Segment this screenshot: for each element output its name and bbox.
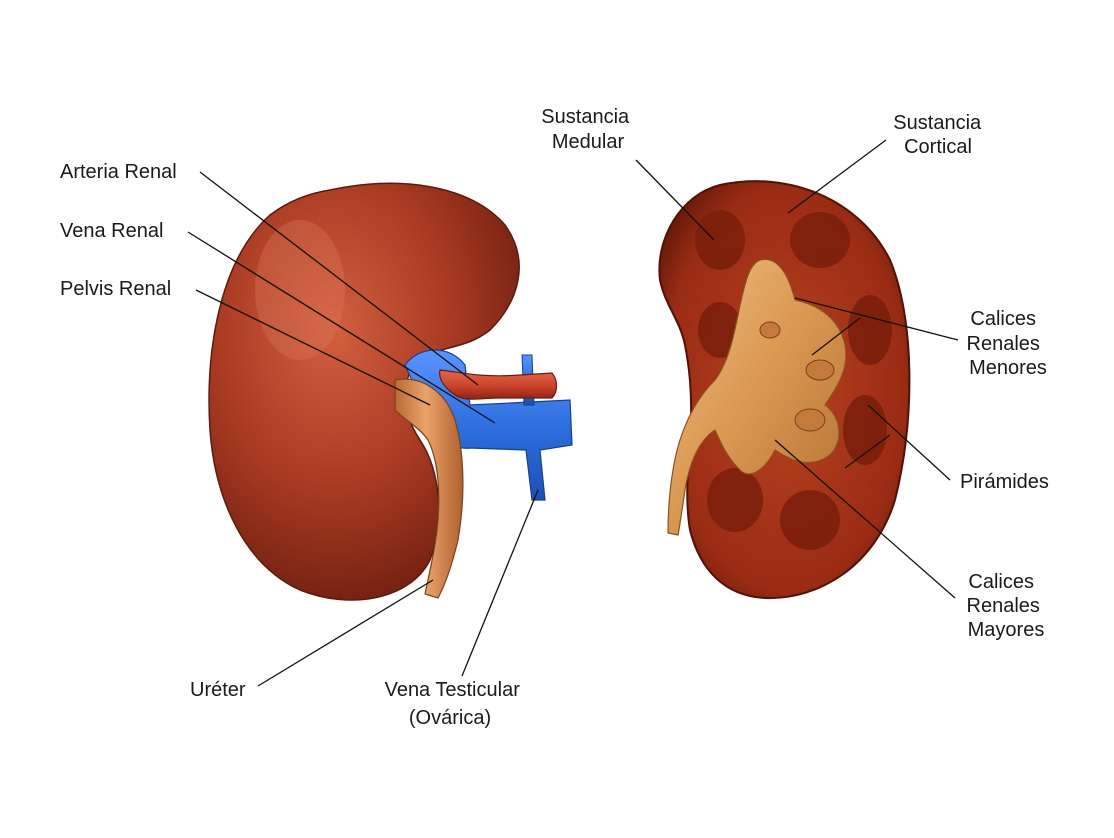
kidney-highlight	[255, 220, 345, 360]
renal-artery-shape	[439, 369, 558, 400]
label-vena-renal: Vena Renal	[60, 220, 163, 242]
leader-sustancia-cortical	[787, 139, 887, 214]
label-vena-testicular: Vena Testicular (Ovárica)	[385, 679, 526, 729]
leader-calices-menores-1	[794, 297, 959, 341]
label-piramides: Pirámides	[960, 471, 1049, 493]
leader-piramides-2	[844, 434, 891, 469]
leader-lines	[187, 139, 959, 687]
minor-calyx-cups	[759, 321, 835, 432]
label-arteria-renal: Arteria Renal	[60, 161, 177, 183]
ureter-shape	[394, 378, 464, 599]
leader-piramides-1	[867, 404, 951, 481]
label-ureter: Uréter	[190, 679, 246, 701]
label-calices-mayores: Calices Renales Mayores	[967, 571, 1046, 641]
leader-vena-testicular	[461, 489, 539, 677]
leader-ureter	[257, 579, 434, 687]
renal-calyces-shape	[667, 258, 847, 536]
leader-vena-renal	[187, 231, 496, 424]
leader-sustancia-medular	[635, 159, 715, 241]
label-sustancia-cortical: Sustancia Cortical	[893, 112, 986, 158]
label-sustancia-medular: Sustancia Medular	[541, 106, 634, 153]
sectioned-kidney	[658, 180, 911, 600]
external-kidney	[208, 182, 573, 601]
labels: Arteria Renal Vena Renal Pelvis Renal Ur…	[60, 106, 1049, 729]
leader-arteria-renal	[199, 171, 479, 386]
label-pelvis-renal: Pelvis Renal	[60, 278, 171, 300]
leader-pelvis-renal	[195, 289, 431, 406]
leader-calices-mayores	[774, 439, 956, 599]
leader-calices-menores-2	[811, 317, 861, 356]
label-calices-menores: Calices Renales Menores	[967, 308, 1047, 379]
